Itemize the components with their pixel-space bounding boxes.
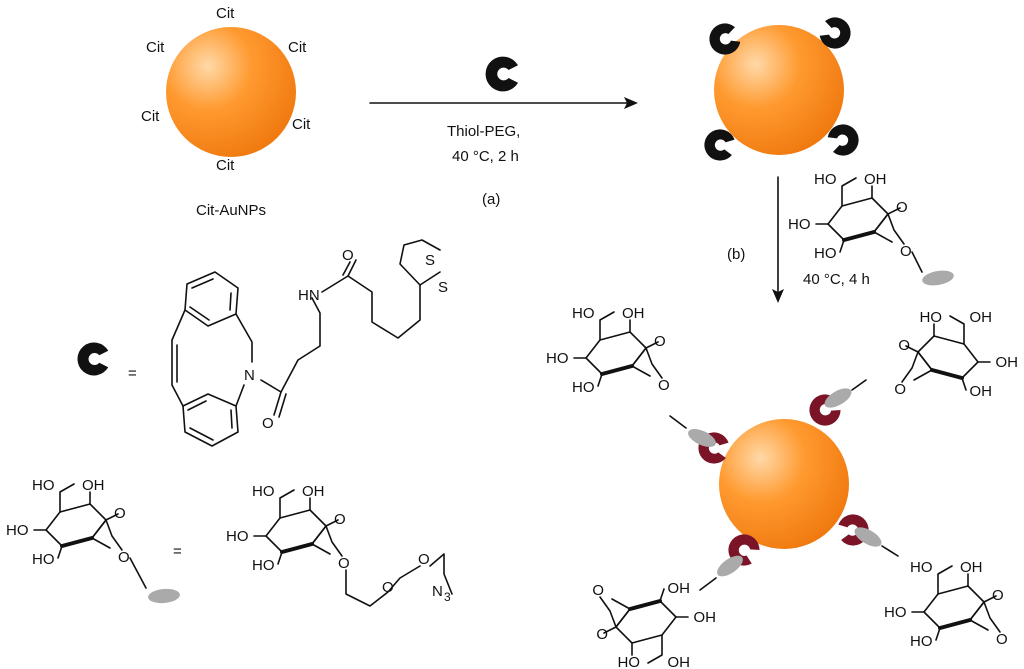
- cit-aunps-label: Cit-AuNPs: [196, 202, 266, 219]
- cit-aunp: Cit Cit Cit Cit Cit Cit Cit-AuNPs: [141, 5, 311, 219]
- azide-tag-icon: [717, 555, 743, 577]
- azide-tag-icon: [854, 527, 882, 547]
- azide-tag-icon: [688, 429, 716, 447]
- arrow-head-icon: [772, 289, 784, 303]
- gold-nanoparticle: [166, 27, 296, 157]
- mannose-azide-legend: = O O N 3: [4, 475, 453, 607]
- dbco-aunp: [701, 13, 864, 163]
- svg-text:O: O: [418, 551, 430, 568]
- dbco-linker-icon: [485, 56, 519, 92]
- svg-text:3: 3: [444, 590, 451, 604]
- svg-text:O: O: [382, 579, 394, 596]
- n-atom: N: [244, 367, 255, 384]
- dbco-legend: = N O HN O S S: [77, 239, 448, 447]
- hn-atom: HN: [298, 287, 320, 304]
- step-a-reagent: Thiol-PEG,: [447, 123, 520, 140]
- step-b: (b) 40 °C, 4 h: [727, 169, 954, 303]
- s-atom: S: [425, 252, 435, 269]
- cit-label-right-top: Cit: [288, 39, 307, 56]
- azide-tag-icon: [824, 388, 852, 408]
- o-atom: O: [342, 247, 354, 264]
- step-b-tag: (b): [727, 246, 745, 263]
- step-a-tag: (a): [482, 191, 500, 208]
- equals-sign: =: [173, 543, 182, 560]
- gold-nanoparticle: [719, 419, 849, 549]
- s-atom: S: [438, 279, 448, 296]
- step-a: Thiol-PEG, 40 °C, 2 h (a): [369, 56, 638, 208]
- step-a-conditions: 40 °C, 2 h: [452, 148, 519, 165]
- azide-label: N: [432, 583, 443, 600]
- cit-label-left-top: Cit: [146, 39, 165, 56]
- o-atom: O: [262, 415, 274, 432]
- arrow-head-icon: [624, 97, 638, 109]
- cit-label-left-bottom: Cit: [141, 108, 160, 125]
- step-b-conditions: 40 °C, 4 h: [803, 271, 870, 288]
- mannose-aunp: [544, 303, 1020, 669]
- cit-label-bottom: Cit: [216, 157, 235, 174]
- azide-tag-icon: [922, 270, 954, 286]
- mannose-azide-reagent: [786, 169, 954, 286]
- cit-label-top: Cit: [216, 5, 235, 22]
- gold-nanoparticle: [714, 25, 844, 155]
- azide-tag-icon: [148, 588, 180, 604]
- equals-sign: =: [128, 365, 137, 382]
- dbco-linker-icon: [77, 342, 109, 376]
- cit-label-right-bottom: Cit: [292, 116, 311, 133]
